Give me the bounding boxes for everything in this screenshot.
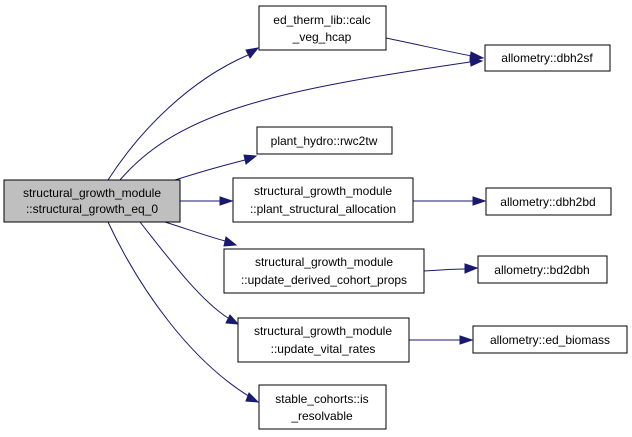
edge-arrow-dbh2bd xyxy=(472,196,487,206)
node-label-line: structural_growth_module xyxy=(254,324,392,338)
node-label-line: _veg_hcap xyxy=(292,30,352,44)
node-label-line: allometry::dbh2bd xyxy=(500,195,595,209)
node-label-line: structural_growth_module xyxy=(254,184,392,198)
edge-root-to-update-vital-rates xyxy=(139,221,229,319)
edge-update-derived-to-bd2dbh xyxy=(423,268,466,272)
edge-root-to-rwc2tw xyxy=(174,159,246,181)
node-label-line: structural_growth_module xyxy=(23,186,161,200)
node-label-line: plant_hydro::rwc2tw xyxy=(271,134,378,148)
edge-root-to-is-resolvable xyxy=(107,221,251,398)
node-label-line: allometry::dbh2sf xyxy=(501,51,593,65)
node-calc-veg-hcap[interactable]: ed_therm_lib::calc _veg_hcap xyxy=(258,5,387,51)
node-structural-growth-eq-0[interactable]: structural_growth_module ::structural_gr… xyxy=(3,179,181,223)
node-bd2dbh[interactable]: allometry::bd2dbh xyxy=(477,255,608,284)
node-update-vital-rates[interactable]: structural_growth_module ::update_vital_… xyxy=(237,317,410,363)
edge-arrow-calc-veg-hcap xyxy=(245,47,260,59)
node-dbh2sf[interactable]: allometry::dbh2sf xyxy=(484,44,611,72)
edge-arrow-is-resolvable xyxy=(245,392,260,403)
node-label-line: allometry::bd2dbh xyxy=(494,263,589,277)
node-label-line: ::plant_structural_allocation xyxy=(250,202,396,216)
node-ed-biomass[interactable]: allometry::ed_biomass xyxy=(472,325,628,354)
node-rwc2tw[interactable]: plant_hydro::rwc2tw xyxy=(256,126,393,155)
node-label-line: _resolvable xyxy=(290,409,353,423)
node-label-line: ed_therm_lib::calc xyxy=(273,13,370,27)
edge-calc-veg-hcap-to-dbh2sf xyxy=(385,37,473,57)
node-dbh2bd[interactable]: allometry::dbh2bd xyxy=(485,187,612,216)
edge-arrow-update-vital-rates xyxy=(225,314,240,325)
edge-root-to-calc-veg-hcap xyxy=(107,54,249,181)
node-label-line: ::update_derived_cohort_props xyxy=(241,273,407,287)
node-label-line: allometry::ed_biomass xyxy=(490,333,610,347)
node-label-line: stable_cohorts::is xyxy=(275,392,368,406)
edge-arrow-calc-to-dbh2sf xyxy=(469,51,485,62)
node-label-line: ::update_vital_rates xyxy=(271,342,376,356)
node-update-derived-cohort-props[interactable]: structural_growth_module ::update_derive… xyxy=(223,248,425,294)
node-label-line: ::structural_growth_eq_0 xyxy=(26,202,158,216)
edge-root-to-update-derived-cohort-props xyxy=(164,221,226,242)
node-is-resolvable[interactable]: stable_cohorts::is _resolvable xyxy=(258,384,387,430)
edge-arrow-plant-structural-allocation xyxy=(219,196,234,206)
node-plant-structural-allocation[interactable]: structural_growth_module ::plant_structu… xyxy=(232,177,414,223)
edge-root-to-dbh2sf-direct xyxy=(119,61,471,181)
edge-arrow-ed-biomass xyxy=(459,335,474,345)
edge-arrow-rwc2tw xyxy=(243,154,258,165)
edge-arrow-update-derived-cohort-props xyxy=(223,236,238,247)
edge-arrow-bd2dbh xyxy=(464,263,479,274)
node-label-line: structural_growth_module xyxy=(255,255,393,269)
